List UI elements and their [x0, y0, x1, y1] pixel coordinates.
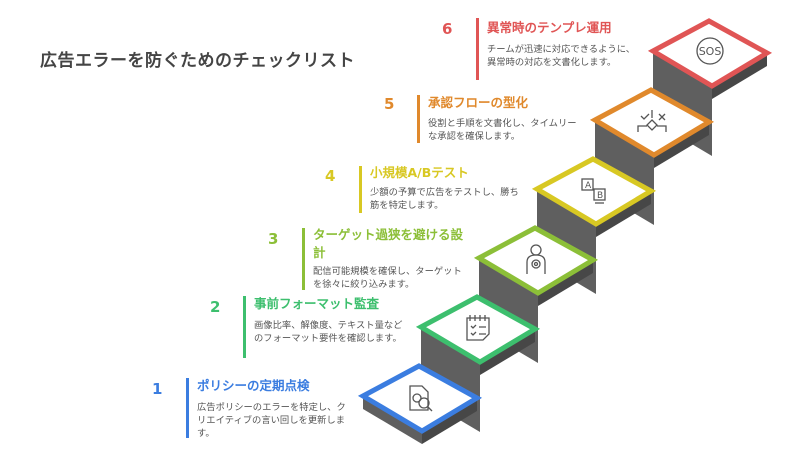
step-accent-bar: [476, 18, 479, 80]
step-side-face: [422, 398, 477, 444]
step-side-face: [480, 329, 535, 375]
checklist-calendar-icon: [466, 315, 490, 341]
step-side-face: [538, 260, 593, 306]
step-number: 5: [384, 95, 395, 113]
step-number: 1: [152, 380, 163, 398]
sos-icon-text: SOS: [699, 45, 722, 58]
step-accent-bar: [417, 95, 420, 143]
step-description: チームが迅速に対応できるように、異常時の対応を文書化します。: [487, 44, 636, 68]
step-number: 6: [442, 20, 453, 38]
step-description: 役割と手順を文書化し、タイムリーな承認を確保します。: [428, 118, 577, 142]
step-side-face: [596, 191, 651, 237]
step-accent-bar: [186, 378, 189, 438]
step-description: 少額の予算で広告をテストし、勝ち筋を特定します。: [370, 187, 519, 211]
step-front-face: [363, 396, 422, 444]
step-description: 画像比率、解像度、テキスト量などのフォーマット要件を確認します。: [254, 320, 403, 344]
approval-flow-icon: [637, 110, 667, 132]
step-title: 小規模A/Bテスト: [370, 165, 469, 180]
person-target-icon: [526, 244, 546, 274]
step-accent-bar: [243, 296, 246, 358]
step-top-diamond: [647, 18, 773, 89]
step-description: 広告ポリシーのエラーを特定し、クリエイティブの言い回しを更新します。: [197, 402, 346, 439]
step-title: 承認フローの型化: [428, 95, 529, 110]
document-search-icon: [409, 385, 433, 412]
step-title: ポリシーの定期点検: [197, 378, 310, 393]
step-accent-bar: [302, 228, 305, 290]
page-title: 広告エラーを防ぐためのチェックリスト: [40, 51, 355, 71]
step-title: 異常時のテンプレ運用: [487, 20, 612, 35]
ab-test-icon: AB: [581, 178, 606, 204]
step-number: 3: [268, 230, 279, 248]
stair-step-1: [357, 363, 483, 444]
step-description: 配信可能規模を確保し、ターゲットを徐々に絞り込みます。: [313, 266, 462, 290]
step-number: 4: [325, 167, 336, 185]
sos-icon: SOS: [696, 37, 724, 65]
step-title: ターゲット過狭を避ける設計: [313, 227, 464, 260]
step-title: 事前フォーマット監査: [254, 296, 380, 311]
step-accent-bar: [359, 166, 362, 213]
step-number: 2: [210, 298, 221, 316]
step-top-diamond: [415, 294, 541, 365]
step-side-face: [654, 122, 709, 168]
svg-text:A: A: [585, 181, 592, 191]
step-top-diamond: [589, 87, 715, 158]
step-top-diamond: [357, 363, 483, 434]
svg-text:B: B: [597, 191, 603, 201]
step-side-face: [712, 53, 767, 99]
